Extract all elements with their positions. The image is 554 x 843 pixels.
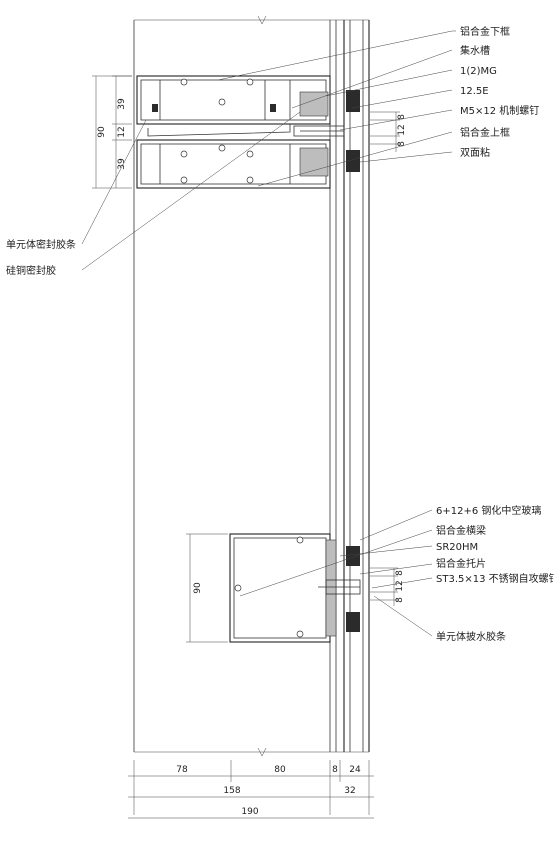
dim-mid-right-8a: 8 [395, 570, 405, 576]
dims-bottom: 78 80 8 24 158 32 190 [128, 760, 374, 819]
dims-mid-left: 90 [186, 533, 228, 643]
label-double-sided-tape: 双面粘 [460, 146, 490, 159]
label-1-2-mg: 1(2)MG [460, 66, 497, 77]
label-gutter: 集水槽 [460, 44, 490, 57]
dims-upper-right: 8 12 8 [370, 111, 407, 152]
label-unit-seal-strip: 单元体密封胶条 [6, 238, 76, 251]
dim-bottom-8: 8 [332, 765, 338, 775]
label-st3-5-screw: ST3.5×13 不锈钢自攻螺钉 [436, 572, 554, 585]
label-sr20hm: SR20HM [436, 542, 478, 553]
dim-top-left-39a: 39 [117, 98, 127, 110]
dim-top-right-12: 12 [397, 124, 407, 135]
structure-lines [133, 15, 370, 757]
dim-bottom-32: 32 [344, 786, 355, 796]
dim-bottom-80: 80 [274, 765, 286, 775]
dim-top-left-39b: 39 [117, 158, 127, 170]
label-tempered-igu: 6+12+6 钢化中空玻璃 [436, 504, 541, 517]
label-aluminum-transom: 铝合金横梁 [436, 524, 486, 537]
label-aluminum-bracket: 铝合金托片 [436, 557, 486, 570]
label-12-5e: 12.5E [460, 86, 489, 97]
dim-top-left-12: 12 [117, 126, 127, 137]
label-m5-screw: M5×12 机制螺钉 [460, 104, 539, 117]
dim-top-right-8a: 8 [397, 114, 407, 120]
upper-transom-assembly [136, 75, 360, 189]
label-unit-drip-strip: 单元体披水胶条 [436, 630, 506, 643]
leader-lines [81, 30, 456, 637]
label-aluminum-lower-frame: 铝合金下框 [460, 25, 510, 38]
dim-bottom-190: 190 [241, 807, 258, 817]
dim-bottom-158: 158 [223, 786, 240, 796]
dims-upper-left: 39 12 39 90 [92, 75, 132, 189]
dims-mid-right: 8 12 8 [370, 567, 405, 606]
dim-bottom-78: 78 [176, 765, 188, 775]
lower-transom-assembly [229, 533, 361, 643]
label-silicone-sealant: 硅铜密封胶 [6, 264, 56, 277]
dim-mid-right-8b: 8 [395, 597, 405, 603]
dim-mid-right-12: 12 [395, 580, 405, 591]
label-aluminum-upper-frame: 铝合金上框 [460, 126, 510, 139]
dim-bottom-24: 24 [349, 765, 361, 775]
dim-top-right-8b: 8 [397, 141, 407, 147]
dim-mid-left-90: 90 [193, 582, 203, 594]
dim-top-left-90: 90 [97, 126, 107, 138]
